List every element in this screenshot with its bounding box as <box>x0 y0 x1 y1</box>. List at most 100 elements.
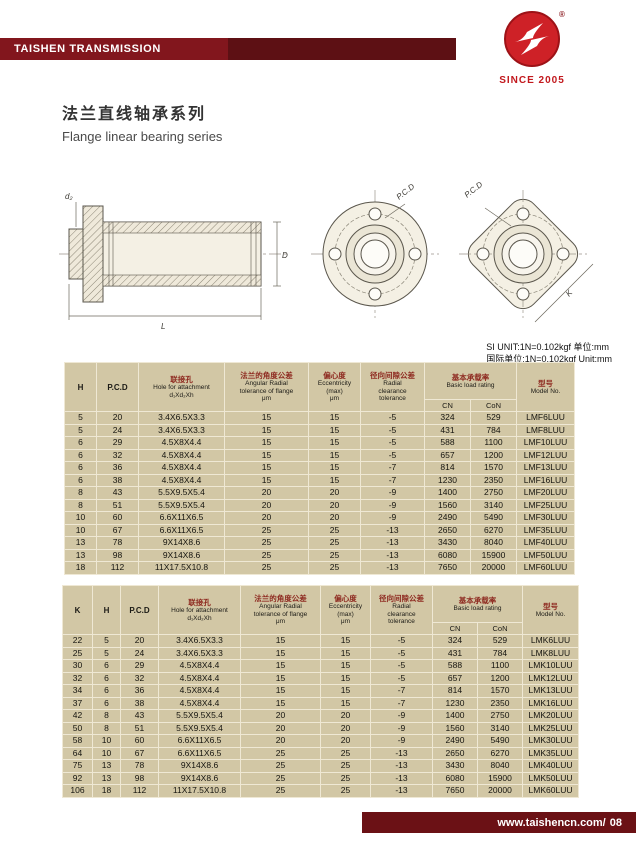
col-header-model: 型号 Model No. <box>516 362 575 412</box>
flange-tol-en2: tolerance of flange <box>239 387 294 395</box>
table-cell: 20 <box>308 486 361 500</box>
table-cell: 11X17.5X10.8 <box>138 561 225 575</box>
table-cell: 25 <box>240 759 321 773</box>
col-header-hole: 联接孔 Hole for attachment d₁Xd₂Xh <box>138 362 225 412</box>
table-cell: LMK13LUU <box>522 684 579 698</box>
table-cell: 25 <box>224 561 309 575</box>
table-cell: 5 <box>92 646 121 660</box>
table-cell: 15 <box>308 436 361 450</box>
table-cell: 22 <box>62 634 93 648</box>
table-cell: -7 <box>370 696 433 710</box>
table-cell: 106 <box>62 784 93 798</box>
table-cell: LMF60LUU <box>516 561 575 575</box>
col-header-model: 型号 Model No. <box>522 585 579 635</box>
table-cell: -9 <box>360 511 425 525</box>
unit-note-line2: 国际单位:1N=0.102kgf Unit:mm <box>486 354 612 364</box>
page-title-en: Flange linear bearing series <box>62 129 223 144</box>
table-cell: 6 <box>92 696 121 710</box>
table-cell: 8 <box>64 498 97 512</box>
flange-tol-zh: 法兰的角度公差 <box>254 594 307 604</box>
footer-bar: www.taishencn.com/ 08 <box>362 812 636 833</box>
table-cell: -5 <box>360 423 425 437</box>
table-cell: LMF10LUU <box>516 436 575 450</box>
table-cell: 29 <box>120 659 159 673</box>
table-cell: 814 <box>424 461 471 475</box>
col-header-hole: 联接孔 Hole for attachment d₁Xd₂Xh <box>158 585 241 635</box>
radial-en1: Radial <box>392 603 411 611</box>
table-cell: 8040 <box>470 536 517 550</box>
dim-label-d2: d₂ <box>65 192 73 201</box>
table-cell: 25 <box>240 746 321 760</box>
col-header-cn: CN <box>432 622 478 635</box>
table-cell: 6080 <box>424 548 471 562</box>
col-header-h: H <box>92 585 121 635</box>
table-cell: LMK35LUU <box>522 746 579 760</box>
table-cell: 529 <box>470 411 517 425</box>
col-header-pcd: P.C.D <box>120 585 159 635</box>
table-cell: -9 <box>370 721 433 735</box>
table-cell: 10 <box>64 511 97 525</box>
table-cell: 3140 <box>477 721 523 735</box>
ecc-zh: 偏心度 <box>323 371 346 381</box>
table-cell: LMF35LUU <box>516 523 575 537</box>
table-cell: 3430 <box>432 759 478 773</box>
col-header-flange-tolerance: 法兰的角度公差 Angular Radial tolerance of flan… <box>240 585 321 635</box>
hole-label-sub: d₁Xd₂Xh <box>169 391 194 399</box>
table-cell: 10 <box>92 746 121 760</box>
brand-name: TAISHEN TRANSMISSION <box>14 43 161 55</box>
table-cell: 431 <box>432 646 478 660</box>
table-cell: 36 <box>120 684 159 698</box>
table-cell: 6.6X11X6.5 <box>138 511 225 525</box>
dim-label-length: L <box>161 322 165 331</box>
table-cell: 588 <box>424 436 471 450</box>
table-cell: -7 <box>370 684 433 698</box>
table-cell: 4.5X8X4.4 <box>138 436 225 450</box>
table-cell: 34 <box>62 684 93 698</box>
table-cell: 7650 <box>424 561 471 575</box>
load-zh: 基本承载率 <box>451 372 490 382</box>
load-en: Basic load rating <box>446 381 495 389</box>
table-cell: 5 <box>92 634 121 648</box>
table-cell: LMF16LUU <box>516 473 575 487</box>
table-cell: 25 <box>320 784 371 798</box>
table-flange-square: K H P.C.D 联接孔 Hole for attachment d₁Xd₂X… <box>62 585 579 798</box>
table-cell: 6270 <box>477 746 523 760</box>
table-cell: 13 <box>64 536 97 550</box>
table-cell: 25 <box>224 548 309 562</box>
lmk-table: K H P.C.D 联接孔 Hole for attachment d₁Xd₂X… <box>62 585 579 798</box>
ecc-en: Eccentricity <box>328 603 363 611</box>
table-cell: 8040 <box>477 759 523 773</box>
table-cell: 8 <box>64 486 97 500</box>
table-cell: 15 <box>240 684 321 698</box>
table-cell: 13 <box>92 771 121 785</box>
model-en: Model No. <box>530 387 561 395</box>
table-cell: 20 <box>224 511 309 525</box>
table-cell: 6 <box>92 684 121 698</box>
table-cell: -9 <box>360 498 425 512</box>
table-cell: LMK40LUU <box>522 759 579 773</box>
table-cell: 20 <box>240 734 321 748</box>
table-cell: LMK25LUU <box>522 721 579 735</box>
table-cell: 6080 <box>432 771 478 785</box>
table-cell: LMF13LUU <box>516 461 575 475</box>
table-cell: 15 <box>240 671 321 685</box>
table-cell: 20 <box>120 634 159 648</box>
table-cell: 25 <box>308 523 361 537</box>
table-cell: 50 <box>62 721 93 735</box>
table-cell: 4.5X8X4.4 <box>158 659 241 673</box>
table-cell: 15 <box>308 423 361 437</box>
table-cell: 1570 <box>470 461 517 475</box>
table-cell: 20 <box>224 498 309 512</box>
hole-label-en: Hole for attachment <box>171 607 228 614</box>
table-cell: 78 <box>96 536 139 550</box>
table-cell: 2490 <box>424 511 471 525</box>
footer-url: www.taishencn.com/ <box>497 816 606 829</box>
table-cell: 15 <box>224 473 309 487</box>
